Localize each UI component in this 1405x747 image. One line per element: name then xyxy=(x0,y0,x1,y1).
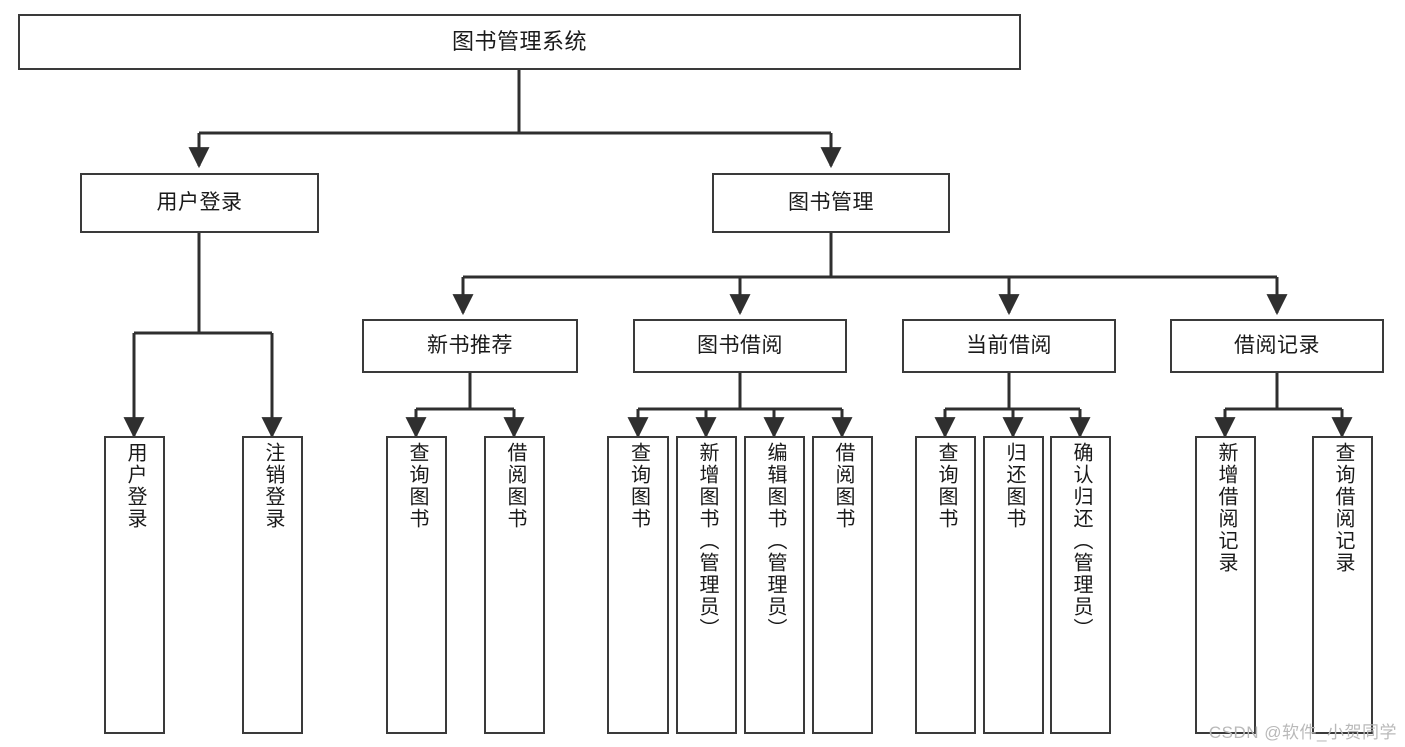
node-book-management[interactable]: 图书管理 xyxy=(712,173,950,233)
leaf-return-book[interactable]: 归还图书 xyxy=(983,436,1044,734)
node-label: 图书管理 xyxy=(788,190,874,214)
leaf-query-borrow-record[interactable]: 查询借阅记录 xyxy=(1312,436,1373,734)
node-root-book-management-system[interactable]: 图书管理系统 xyxy=(18,14,1021,70)
node-label: 新增借阅记录 xyxy=(1215,442,1237,574)
leaf-query-book-current[interactable]: 查询图书 xyxy=(915,436,976,734)
node-label: 确认归还（管理员） xyxy=(1070,442,1092,640)
node-label: 编辑图书（管理员） xyxy=(764,442,786,640)
leaf-user-login[interactable]: 用户登录 xyxy=(104,436,165,734)
node-label: 查询图书 xyxy=(406,442,428,530)
node-label: 借阅图书 xyxy=(832,442,854,530)
node-label: 归还图书 xyxy=(1003,442,1025,530)
node-label: 注销登录 xyxy=(262,442,284,530)
node-label: 查询图书 xyxy=(935,442,957,530)
leaf-edit-book-admin[interactable]: 编辑图书（管理员） xyxy=(744,436,805,734)
node-label: 查询借阅记录 xyxy=(1332,442,1354,574)
node-label: 查询图书 xyxy=(627,442,650,530)
node-user-login[interactable]: 用户登录 xyxy=(80,173,319,233)
node-label: 图书借阅 xyxy=(697,333,783,357)
node-borrow-record[interactable]: 借阅记录 xyxy=(1170,319,1384,373)
watermark: CSDN @软件_小贺同学 xyxy=(1208,723,1397,742)
leaf-logout[interactable]: 注销登录 xyxy=(242,436,303,734)
node-current-borrow[interactable]: 当前借阅 xyxy=(902,319,1116,373)
node-label: 用户登录 xyxy=(124,442,146,530)
node-label: 当前借阅 xyxy=(966,333,1052,357)
leaf-query-book-new[interactable]: 查询图书 xyxy=(386,436,447,734)
node-book-borrow[interactable]: 图书借阅 xyxy=(633,319,847,373)
leaf-query-book-borrow[interactable]: 查询图书 xyxy=(607,436,669,734)
node-new-book-recommend[interactable]: 新书推荐 xyxy=(362,319,578,373)
node-label: 新书推荐 xyxy=(427,333,513,357)
node-label: 用户登录 xyxy=(156,190,243,214)
leaf-borrow-book-new[interactable]: 借阅图书 xyxy=(484,436,545,734)
node-label: 新增图书（管理员） xyxy=(696,442,718,640)
node-label: 图书管理系统 xyxy=(451,29,587,55)
leaf-borrow-book[interactable]: 借阅图书 xyxy=(812,436,873,734)
leaf-add-book-admin[interactable]: 新增图书（管理员） xyxy=(676,436,737,734)
node-label: 借阅记录 xyxy=(1234,333,1320,357)
leaf-add-borrow-record[interactable]: 新增借阅记录 xyxy=(1195,436,1256,734)
leaf-confirm-return-admin[interactable]: 确认归还（管理员） xyxy=(1050,436,1111,734)
node-label: 借阅图书 xyxy=(504,442,526,530)
